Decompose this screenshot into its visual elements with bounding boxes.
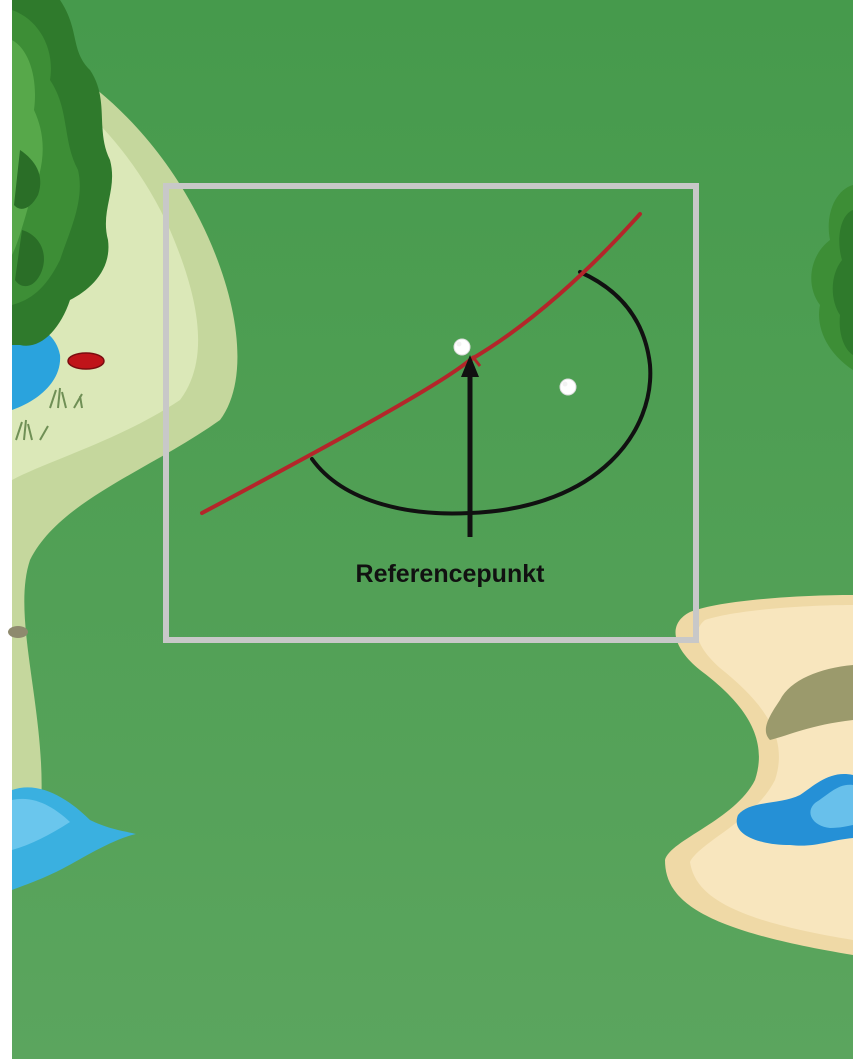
golf-ball-icon xyxy=(560,379,576,395)
reference-point-label: Referencepunkt xyxy=(300,560,600,589)
golf-ball-icon xyxy=(454,339,470,355)
rock xyxy=(8,626,28,638)
drop-marker-icon xyxy=(68,353,104,369)
page-margin xyxy=(0,0,12,1059)
